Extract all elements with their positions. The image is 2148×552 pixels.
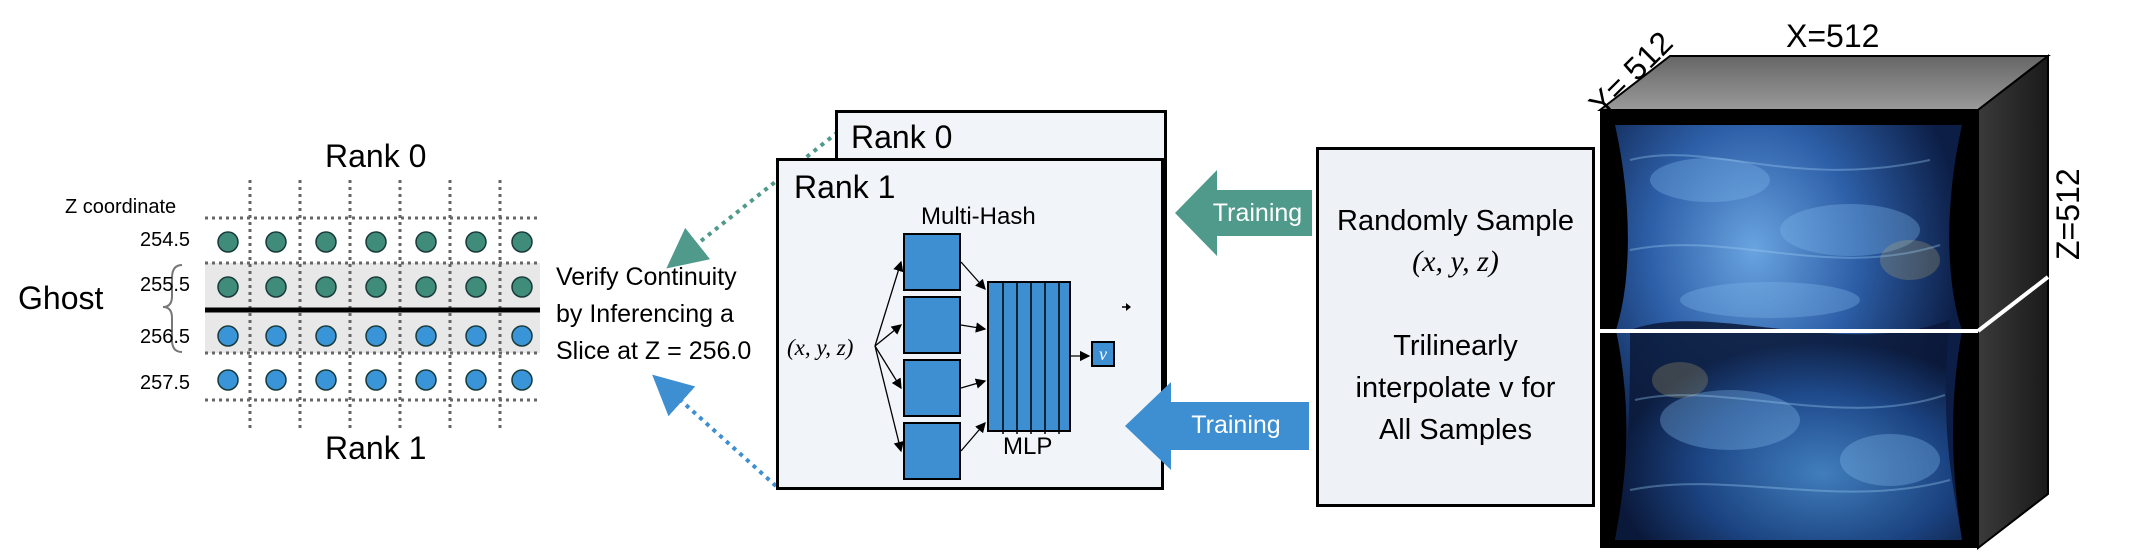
grid-dots: [217, 231, 533, 391]
ghost-grid: Rank 0 Rank 1 Z coordinate Ghost 254.5 2…: [0, 0, 560, 552]
mlp-layers: [1002, 283, 1060, 434]
grid-dot: [415, 276, 437, 298]
output-v-front-label: v: [1099, 344, 1107, 364]
sample-line1: Randomly Sample: [1337, 205, 1574, 237]
input-xyz-label: (x, y, z): [787, 335, 854, 360]
row-label-2545: 254.5: [140, 229, 191, 251]
grid-dot: [511, 325, 533, 347]
mlp-block: [987, 281, 1071, 434]
grid-dot: [465, 231, 487, 253]
training-arrow-top: Training: [1175, 170, 1313, 256]
sample-line4: interpolate v for: [1355, 372, 1556, 404]
grid-dot: [511, 231, 533, 253]
sample-line2: (x, y, z): [1412, 245, 1499, 278]
rank1-label-left: Rank 1: [325, 430, 427, 466]
rank0-label-left: Rank 0: [325, 138, 427, 174]
ghost-bracket: [162, 264, 183, 353]
grid-dot: [465, 325, 487, 347]
sample-line3: Trilinearly: [1393, 330, 1518, 362]
volume-cube: X=512 Y= 512 Z=512: [1582, 0, 2148, 552]
grid-dot: [365, 325, 387, 347]
grid-dot: [365, 276, 387, 298]
mlp-label: MLP: [1003, 433, 1053, 460]
training-arrow-bottom: Training: [1125, 382, 1310, 470]
x-dimension-label: X=512: [1786, 18, 1880, 54]
grid-dot: [465, 276, 487, 298]
grid-dot: [217, 325, 239, 347]
training-bottom-label: Training: [1191, 411, 1281, 439]
hash-box-4: [903, 422, 961, 480]
rank0-network-label: Rank 0: [851, 119, 953, 155]
grid-dot: [315, 231, 337, 253]
grid-dot: [465, 369, 487, 391]
hash-box-1: [903, 233, 961, 291]
grid-dot: [265, 276, 287, 298]
output-v-front: v: [1091, 341, 1115, 367]
z-dimension-label: Z=512: [2050, 168, 2086, 260]
sample-line5: All Samples: [1378, 414, 1533, 446]
grid-dot: [265, 231, 287, 253]
grid-dot: [415, 231, 437, 253]
multi-hash-label: Multi-Hash: [921, 203, 1036, 230]
training-top-label: Training: [1212, 199, 1303, 227]
verify-arrow-top: [666, 130, 840, 269]
verify-line3: Slice at Z = 256.0: [556, 337, 752, 365]
grid-dot: [265, 325, 287, 347]
row-label-2575: 257.5: [140, 372, 191, 394]
grid-dot: [265, 369, 287, 391]
hash-box-3: [903, 359, 961, 417]
training-arrow-bottom-shape: [1125, 382, 1309, 470]
grid-dot: [315, 369, 337, 391]
grid-dot: [217, 276, 239, 298]
grid-dot: [315, 276, 337, 298]
grid-dot: [217, 231, 239, 253]
grid-dot: [415, 325, 437, 347]
hash-box-2: [903, 296, 961, 354]
grid-dot: [217, 369, 239, 391]
rank1-network-label: Rank 1: [794, 169, 896, 205]
grid-dot: [511, 369, 533, 391]
grid-dot: [415, 369, 437, 391]
z-coordinate-label: Z coordinate: [65, 196, 177, 218]
grid-graphic: [162, 180, 540, 430]
verify-arrow-bottom: [652, 374, 778, 488]
cube-top-face: [1597, 55, 2051, 111]
grid-dot: [511, 276, 533, 298]
verify-line2: by Inferencing a: [556, 300, 734, 328]
sampling-panel: Randomly Sample (x, y, z) Trilinearly in…: [1316, 147, 1595, 507]
grid-dot: [365, 369, 387, 391]
grid-dot: [365, 231, 387, 253]
volume-graphic: [1597, 53, 2051, 551]
row-label-2565: 256.5: [140, 326, 191, 348]
row-label-2555: 255.5: [140, 274, 191, 296]
ghost-label: Ghost: [18, 280, 104, 316]
slice-line-side: [1976, 275, 2050, 333]
rank1-network-box: Rank 1 Multi-Hash (x, y, z) MLP v: [776, 158, 1164, 490]
training-arrow-top-shape: [1175, 170, 1312, 256]
grid-dot: [315, 325, 337, 347]
